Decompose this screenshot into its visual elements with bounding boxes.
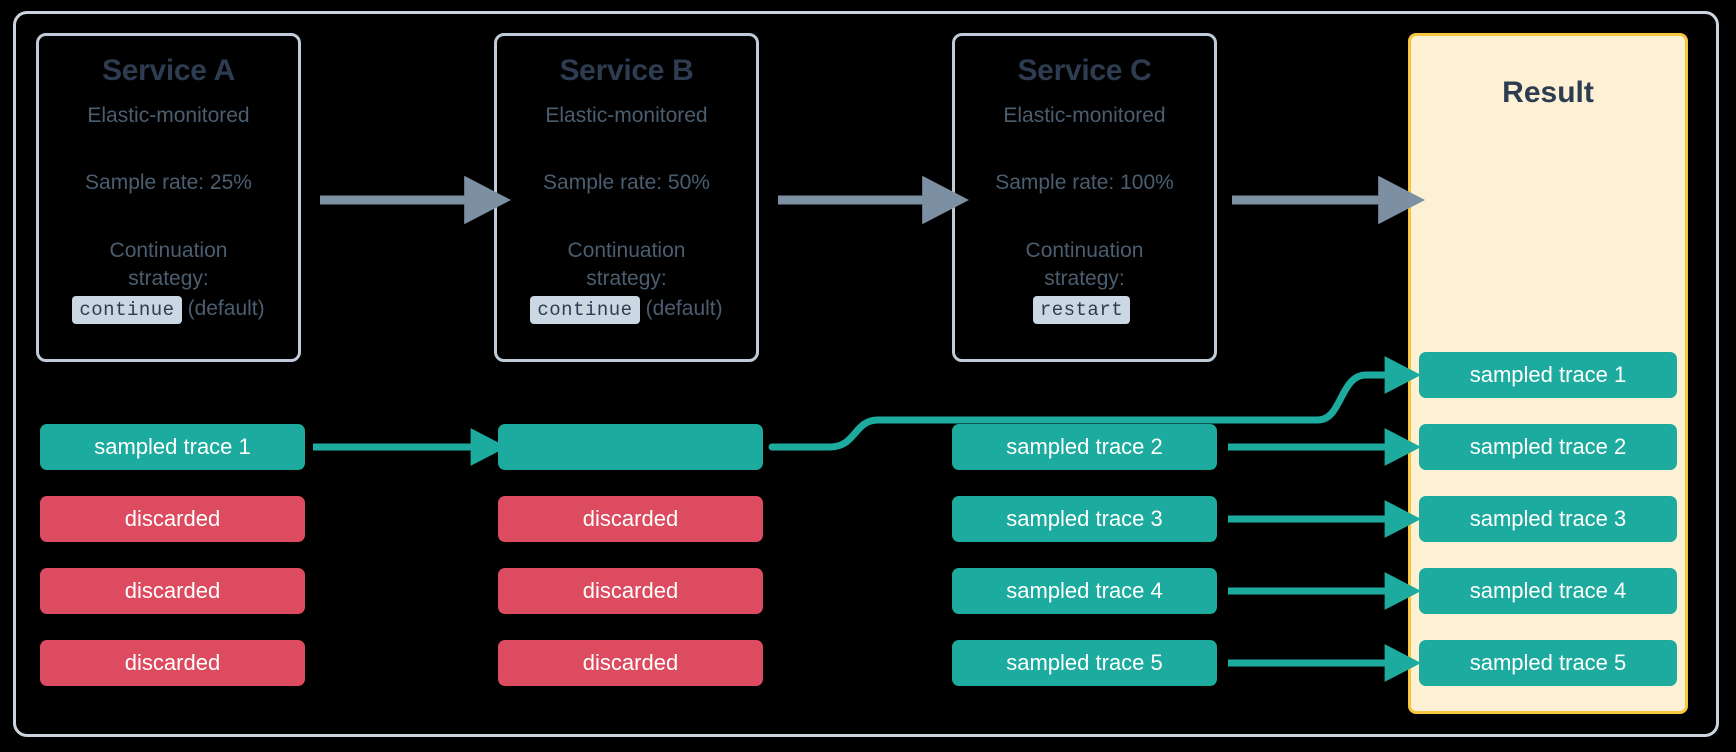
service-card-a: Service A Elastic-monitored Sample rate:…	[36, 33, 301, 362]
service-b-strategy-line: continue(default)	[497, 295, 756, 324]
trace-chip-b-4: discarded	[498, 640, 763, 686]
service-card-b: Service B Elastic-monitored Sample rate:…	[494, 33, 759, 362]
trace-chip-c-1: sampled trace 2	[952, 424, 1217, 470]
service-c-strategy-line: restart	[955, 295, 1214, 324]
service-b-title: Service B	[559, 54, 694, 87]
trace-chip-a-3: discarded	[40, 568, 305, 614]
trace-chip-b-1	[498, 424, 763, 470]
result-trace-chip-2: sampled trace 2	[1419, 424, 1677, 470]
service-a-strategy-label-line1: Continuation	[109, 238, 228, 262]
result-trace-chip-1: sampled trace 1	[1419, 352, 1677, 398]
trace-chip-b-3: discarded	[498, 568, 763, 614]
trace-chip-b-2: discarded	[498, 496, 763, 542]
service-c-title: Service C	[1017, 54, 1152, 87]
service-b-sample-rate: Sample rate: 50%	[543, 170, 710, 194]
trace-chip-c-2: sampled trace 3	[952, 496, 1217, 542]
service-c-strategy-value: restart	[1032, 295, 1131, 324]
result-trace-chip-4: sampled trace 4	[1419, 568, 1677, 614]
result-trace-chip-3: sampled trace 3	[1419, 496, 1677, 542]
service-a-sample-rate: Sample rate: 25%	[85, 170, 252, 194]
trace-chip-a-2: discarded	[40, 496, 305, 542]
result-trace-chip-5: sampled trace 5	[1419, 640, 1677, 686]
service-b-strategy-label-line2: strategy:	[586, 266, 667, 290]
service-a-title: Service A	[102, 54, 235, 87]
service-c-subtitle: Elastic-monitored	[1003, 103, 1166, 127]
trace-chip-c-3: sampled trace 4	[952, 568, 1217, 614]
result-title: Result	[1502, 76, 1594, 109]
service-c-strategy-label-line1: Continuation	[1025, 238, 1144, 262]
service-b-strategy-label: Continuation strategy:	[497, 237, 756, 293]
service-a-strategy-value: continue	[72, 295, 182, 324]
service-a-strategy-note: (default)	[187, 296, 265, 320]
service-a-strategy-label-line2: strategy:	[128, 266, 209, 290]
service-c-strategy-label: Continuation strategy:	[955, 237, 1214, 293]
service-a-strategy-label: Continuation strategy:	[39, 237, 298, 293]
service-b-strategy-label-line1: Continuation	[567, 238, 686, 262]
service-c-sample-rate: Sample rate: 100%	[995, 170, 1174, 194]
trace-chip-a-4: discarded	[40, 640, 305, 686]
service-b-strategy-note: (default)	[645, 296, 723, 320]
service-card-c: Service C Elastic-monitored Sample rate:…	[952, 33, 1217, 362]
diagram-outer-frame	[13, 11, 1719, 737]
service-a-strategy-line: continue(default)	[39, 295, 298, 324]
service-c-strategy-label-line2: strategy:	[1044, 266, 1125, 290]
service-a-subtitle: Elastic-monitored	[87, 103, 250, 127]
trace-chip-c-4: sampled trace 5	[952, 640, 1217, 686]
service-b-subtitle: Elastic-monitored	[545, 103, 708, 127]
trace-chip-a-1: sampled trace 1	[40, 424, 305, 470]
service-b-strategy-value: continue	[530, 295, 640, 324]
